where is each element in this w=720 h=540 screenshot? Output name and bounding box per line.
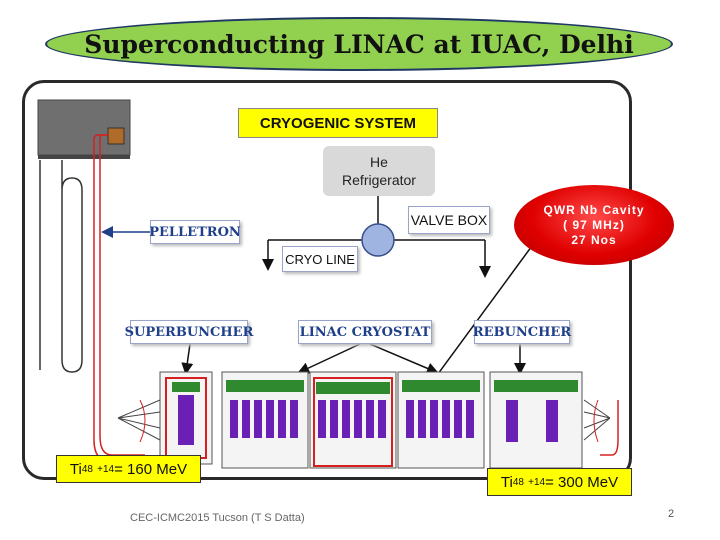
- input-mass: 48: [81, 463, 93, 475]
- diagram-frame: [22, 80, 632, 480]
- qwr-line1: QWR Nb Cavity: [543, 202, 645, 217]
- pelletron-label: PELLETRON: [149, 220, 241, 244]
- linac-cryostat-modules: [221, 371, 485, 469]
- output-mass: 48: [512, 476, 524, 488]
- qwr-line3: 27 Nos: [571, 232, 617, 247]
- qwr-cavity-callout: QWR Nb Cavity ( 97 MHz) 27 Nos: [514, 185, 674, 265]
- output-ion: Ti: [500, 473, 513, 491]
- he-refrigerator-box: He Refrigerator: [323, 146, 435, 196]
- accelerator-column: [39, 160, 83, 373]
- superbuncher-label: SUPERBUNCHER: [125, 320, 253, 344]
- beam-fan-left: [117, 399, 161, 443]
- output-charge: +14: [528, 476, 546, 488]
- rebuncher-module: [489, 371, 583, 469]
- he-refrigerator-line2: Refrigerator: [342, 172, 416, 188]
- input-energy-value: = 160 MeV: [114, 460, 188, 478]
- valve-box-label: VALVE BOX: [408, 206, 490, 234]
- cryogenic-system-label: CRYOGENIC SYSTEM: [238, 108, 438, 138]
- input-charge: +14: [97, 463, 115, 475]
- pelletron-tank: [37, 99, 131, 159]
- output-energy-value: = 300 MeV: [545, 473, 619, 491]
- he-refrigerator-line1: He: [370, 154, 388, 170]
- cryoline-label: CRYO LINE: [282, 246, 358, 272]
- superbuncher-module: [159, 371, 213, 465]
- slide-title: Superconducting LINAC at IUAC, Delhi: [84, 29, 634, 59]
- valve-icon: [361, 223, 395, 257]
- rebuncher-label: REBUNCHER: [473, 320, 571, 344]
- title-banner: Superconducting LINAC at IUAC, Delhi: [45, 17, 673, 71]
- linac-cryostat-label: LINAC CRYOSTAT: [298, 320, 432, 344]
- input-ion: Ti: [69, 460, 82, 478]
- page-number: 2: [668, 508, 675, 520]
- footer-citation: CEC-ICMC2015 Tucson (T S Datta): [130, 512, 305, 524]
- qwr-line2: ( 97 MHz): [563, 217, 625, 232]
- beam-fan-right: [583, 399, 611, 443]
- cryo-lines: [262, 196, 491, 278]
